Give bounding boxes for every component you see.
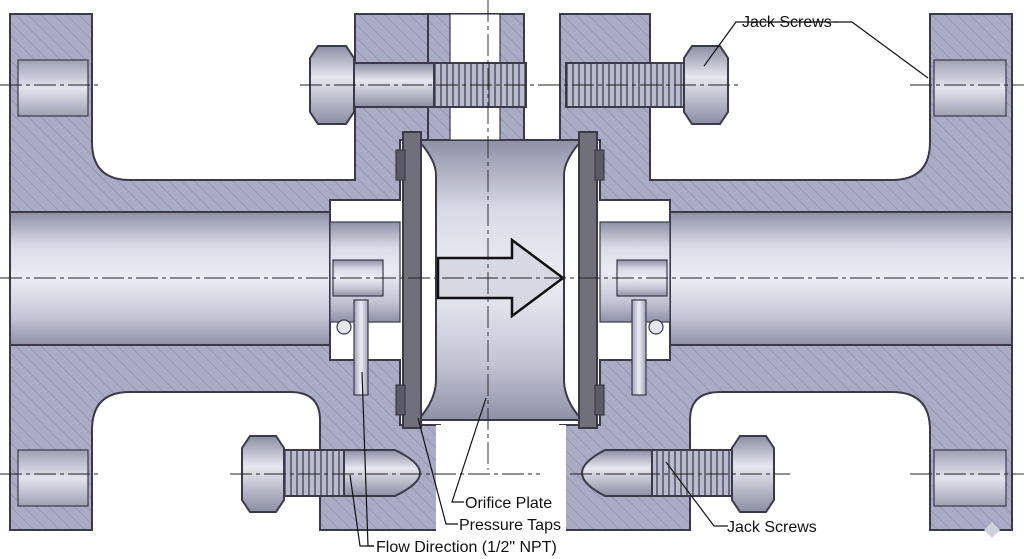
label-orifice-plate: Orifice Plate xyxy=(465,495,552,512)
watermark-diamond xyxy=(984,522,1000,538)
right-flange xyxy=(559,13,1013,531)
flow-arrow xyxy=(436,237,566,319)
label-jack-screws-top: Jack Screws xyxy=(742,14,832,31)
label-jack-screws-bottom: Jack Screws xyxy=(727,519,817,536)
label-flow-direction: Flow Direction (1/2" NPT) xyxy=(376,539,557,556)
center-lines xyxy=(0,0,1024,475)
right-gasket xyxy=(578,131,598,429)
label-pressure-taps: Pressure Taps xyxy=(459,517,561,534)
jack-screw-bottom-left xyxy=(241,435,422,513)
leader-lines xyxy=(349,21,929,547)
left-gasket xyxy=(402,131,422,429)
